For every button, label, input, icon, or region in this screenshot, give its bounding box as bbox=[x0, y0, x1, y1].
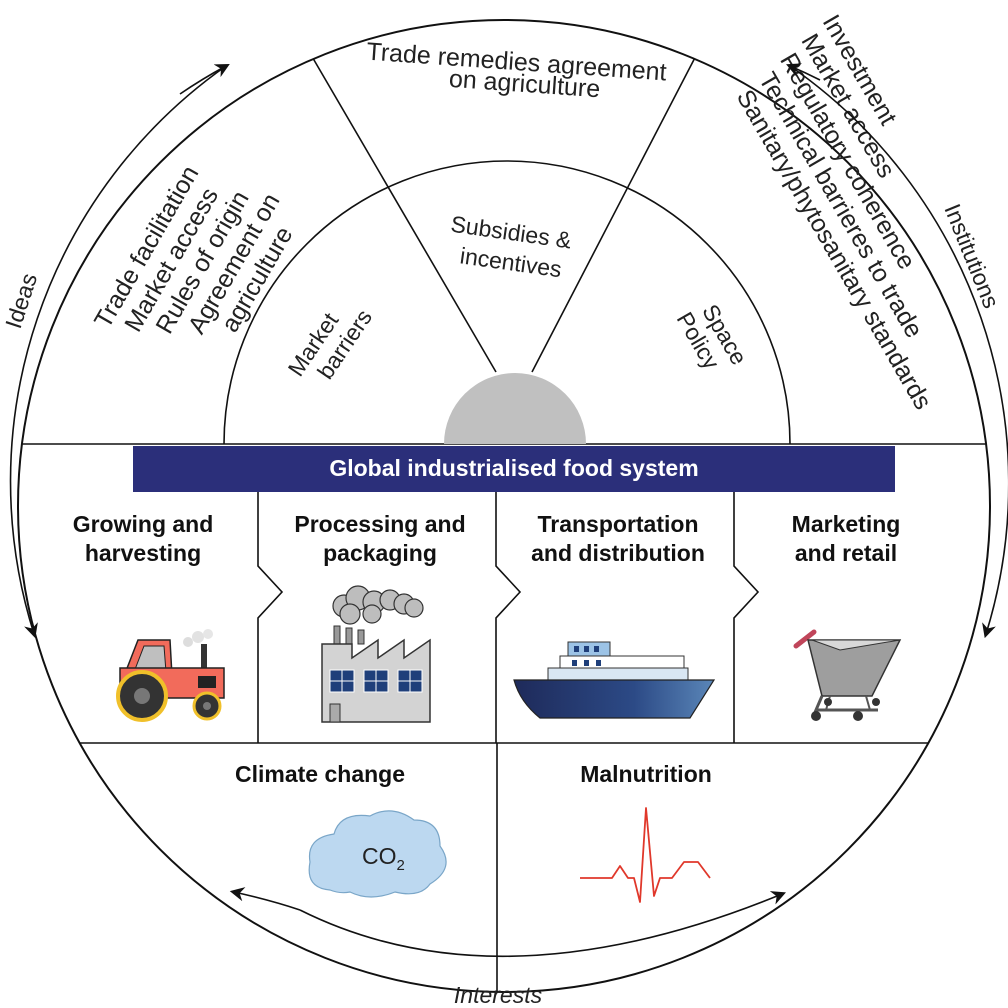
stage-2-line1: Processing and bbox=[294, 511, 465, 537]
center-semicircle bbox=[444, 373, 586, 444]
tractor-icon bbox=[116, 629, 225, 722]
outer-circle bbox=[17, 19, 991, 993]
interests-label: Interests bbox=[454, 982, 543, 1008]
malnutrition-label: Malnutrition bbox=[580, 761, 712, 787]
ideas-arrow bbox=[9, 65, 227, 639]
shopping-cart-icon bbox=[793, 629, 902, 721]
heartbeat-icon bbox=[580, 807, 711, 903]
stage-4-line1: Marketing bbox=[792, 511, 901, 537]
inner-arc bbox=[223, 160, 791, 445]
ship-icon bbox=[513, 641, 716, 719]
cloud-icon bbox=[308, 810, 447, 898]
climate-change-label: Climate change bbox=[235, 761, 405, 787]
stage-1-line2: harvesting bbox=[85, 540, 201, 566]
co2-label: CO2 bbox=[362, 843, 405, 874]
banner-title: Global industrialised food system bbox=[329, 455, 698, 481]
stage-3-line1: Transportation bbox=[537, 511, 698, 537]
food-system-banner bbox=[133, 446, 895, 492]
stage-3-line2: and distribution bbox=[531, 540, 705, 566]
institutions-arrow bbox=[789, 65, 1008, 639]
factory-icon bbox=[321, 585, 431, 723]
interests-arrow bbox=[299, 891, 786, 958]
stage-4-line2: and retail bbox=[795, 540, 897, 566]
dividers bbox=[18, 47, 990, 992]
stage-1-line1: Growing and bbox=[73, 511, 214, 537]
stage-2-line2: packaging bbox=[323, 540, 437, 566]
